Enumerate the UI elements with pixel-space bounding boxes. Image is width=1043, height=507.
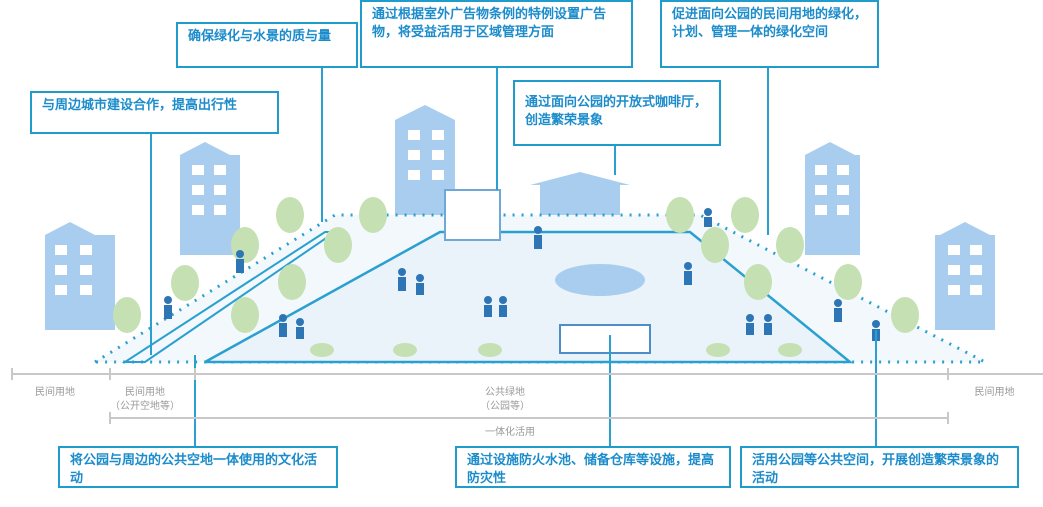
callout-cafe: 通过面向公园的开放式咖啡厅，创造繁荣景象 [513, 80, 721, 146]
building-icon [805, 142, 860, 255]
zone-integrated-use: 一体化活用 [485, 427, 535, 438]
building-icon [45, 222, 115, 330]
zone-public-green: 公共绿地 （公园等） [465, 386, 545, 414]
buildings [45, 105, 995, 330]
callout-culture: 将公园与周边的公共空地一体使用的文化活动 [58, 446, 338, 488]
zone-private-right: 民间用地 [974, 387, 1015, 398]
callout-activities: 活用公园等公共空间，开展创造繁荣景象的活动 [740, 446, 1019, 488]
callout-disaster: 通过设施防火水池、储备仓库等设施，提高防灾性 [455, 446, 731, 488]
callout-greenery: 确保绿化与水景的质与量 [176, 22, 358, 68]
callout-advertising: 通过根据室外广告物条例的特例设置广告物，将受益活用于区域管理方面 [360, 0, 633, 68]
cafe-icon [530, 172, 630, 215]
zone-private-open-title: 民间用地 [125, 387, 165, 398]
zone-private-left: 民间用地 [35, 387, 75, 398]
callout-private-green: 促进面向公园的民间用地的绿化，计划、管理一体的绿化空间 [660, 0, 879, 68]
trees [113, 197, 919, 357]
zone-public-green-note: （公园等） [480, 401, 530, 412]
dimension-lines [11, 368, 1043, 424]
people [164, 208, 880, 341]
zone-public-green-title: 公共绿地 [485, 387, 525, 398]
storage-warehouse-icon [559, 324, 651, 354]
billboard-icon [444, 189, 501, 241]
zone-private-open: 民间用地 （公开空地等） [100, 386, 190, 414]
building-icon [935, 222, 995, 330]
building-icon [180, 142, 240, 255]
leader-lines [150, 67, 877, 446]
zone-private-open-note: （公开空地等） [110, 401, 180, 412]
pond-icon [555, 264, 645, 296]
callout-transit: 与周边城市建设合作，提高出行性 [30, 91, 279, 134]
